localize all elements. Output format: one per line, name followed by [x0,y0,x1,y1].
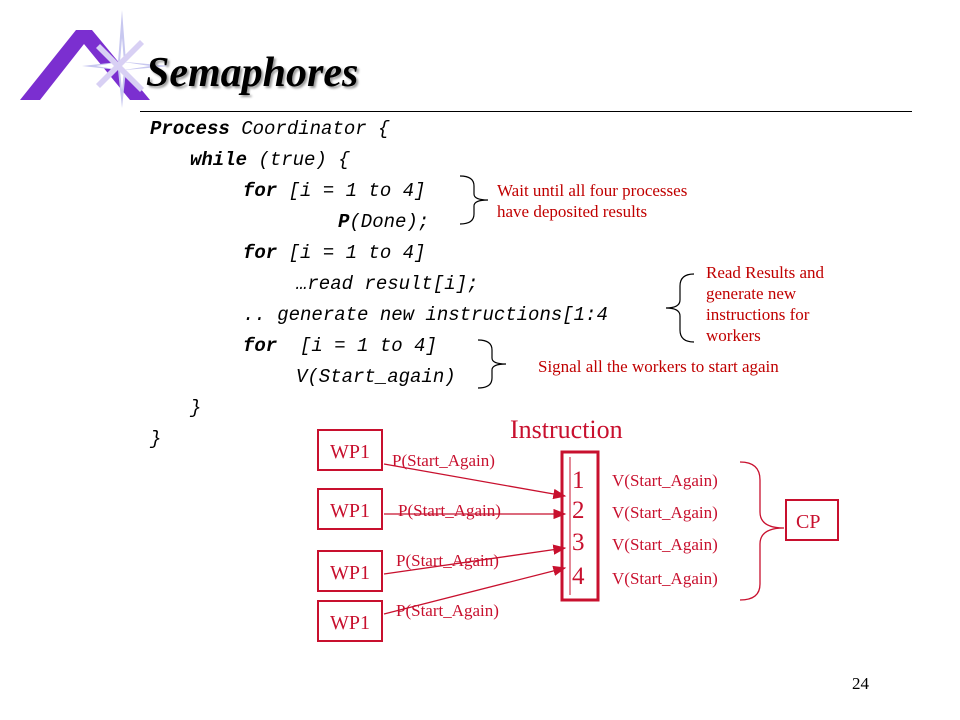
code-line-9: V(Start_again) [296,366,456,388]
coordinator-op-3: V(Start_Again) [612,535,718,554]
worker-box-4 [317,600,383,642]
code-line-7: .. generate new instructions[1:4 [243,304,608,326]
code-keyword: for [243,180,278,202]
instruction-slot-3: 3 [572,529,585,556]
code-line-6: …read result[i]; [296,273,479,295]
slide-title: Semaphores [146,50,359,96]
annotation-read-line-3: instructions for [706,305,810,324]
code-keyword: while [190,149,248,171]
coordinator-op-4: V(Start_Again) [612,569,718,588]
instruction-slot-4: 4 [572,563,585,590]
code-text: Coordinator { [229,118,390,140]
worker-op-1: P(Start_Again) [392,451,495,470]
code-text: [i = 1 to 4] [277,242,426,264]
code-keyword: P [338,211,350,233]
worker-arrow-4 [383,565,567,615]
instruction-array-box [560,450,600,602]
coordinator-bracket [739,461,785,601]
coordinator-op-1: V(Start_Again) [612,471,718,490]
coordinator-op-2: V(Start_Again) [612,503,718,522]
slide-logo [20,10,170,108]
instruction-slot-2: 2 [572,497,585,524]
annotation-read-line-4: workers [706,326,761,345]
worker-box-2 [317,488,383,530]
title-rule [140,111,912,112]
code-text: (true) { [247,149,350,171]
code-line-4: P(Done); [338,213,429,232]
code-text: [i = 1 to 4] [277,180,426,202]
worker-label-3: WP1 [330,562,370,584]
code-text: (Done); [349,211,430,233]
code-line-1: Process Coordinator { [150,120,389,139]
code-line-2: while (true) { [190,151,350,170]
code-line-11: } [150,428,162,450]
annotation-signal: Signal all the workers to start again [538,357,779,376]
code-line-10: } [190,397,202,419]
coordinator-label: CP [796,511,820,533]
code-line-8: for [i = 1 to 4] [243,337,437,356]
logo-triangle [20,30,150,100]
annotation-wait-line-2: have deposited results [497,202,648,221]
worker-arrow-1 [383,463,567,500]
worker-box-1 [317,429,383,471]
code-text: [i = 1 to 4] [277,335,437,357]
code-keyword: for [243,242,278,264]
worker-op-2: P(Start_Again) [398,501,501,520]
coordinator-box [785,499,839,541]
annotation-wait: Wait until all four processes have depos… [497,180,687,222]
worker-arrow-3 [383,544,567,575]
worker-label-4: WP1 [330,612,370,634]
worker-op-3: P(Start_Again) [396,551,499,570]
worker-label-1: WP1 [330,441,370,463]
worker-op-4: P(Start_Again) [396,601,499,620]
brace-read [665,273,695,343]
annotation-wait-line-1: Wait until all four processes [497,181,688,200]
code-keyword: for [243,335,278,357]
instruction-slot-1: 1 [572,467,585,494]
brace-signal [477,339,507,389]
logo-diag-2 [96,40,144,88]
annotation-read-line-1: Read Results and [706,263,825,282]
code-line-3: for [i = 1 to 4] [243,182,425,201]
worker-box-3 [317,550,383,592]
annotation-read-line-2: generate new [706,284,797,303]
code-line-5: for [i = 1 to 4] [243,244,425,263]
instruction-label: Instruction [510,415,623,444]
code-keyword: Process [150,118,230,140]
annotation-read: Read Results and generate new instructio… [706,262,824,346]
worker-label-2: WP1 [330,500,370,522]
page-number: 24 [852,674,869,693]
brace-wait [459,175,489,225]
